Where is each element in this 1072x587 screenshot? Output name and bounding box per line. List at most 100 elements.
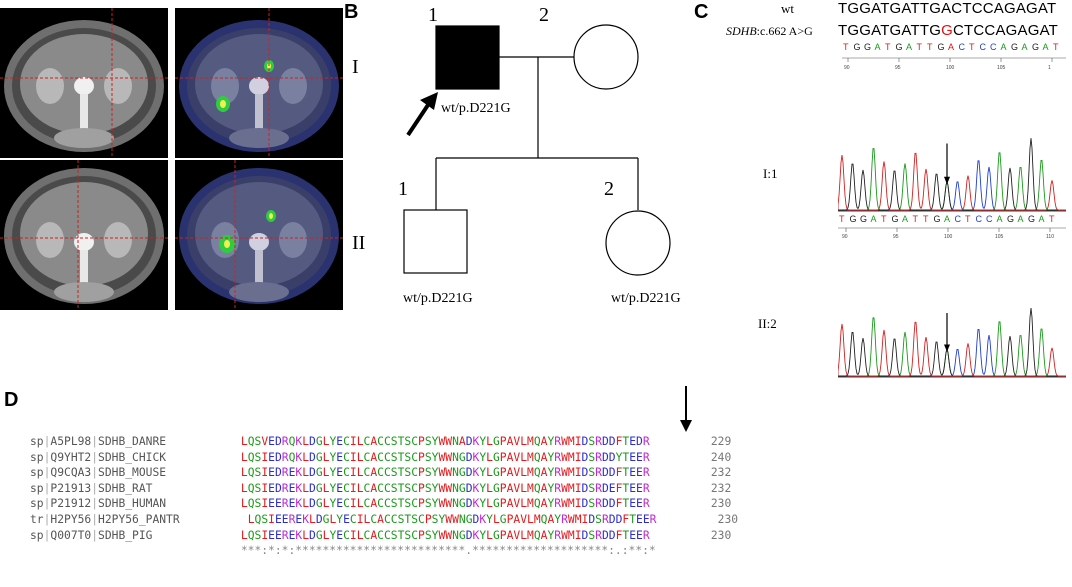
pedigree-ii1-number: 1	[398, 178, 408, 200]
ref-base-15: A	[1001, 42, 1007, 52]
generation-label-i: I	[352, 56, 359, 78]
trace-base-14: C	[986, 214, 993, 224]
mutant-sequence: TGGATGATTGGCTCCAGAGAT	[838, 22, 1058, 39]
ct-image-top-left	[0, 8, 168, 158]
alignment-position: 230	[710, 497, 732, 511]
alignment-separator: |	[43, 466, 51, 480]
variant-arrow-icon	[944, 176, 950, 185]
trace-base-4: T	[881, 214, 887, 224]
ref-base-3: A	[875, 42, 881, 52]
trace-base-5: G	[892, 214, 899, 224]
pedigree-i1-genotype: wt/p.D221G	[441, 101, 511, 116]
alignment-row: sp|P21913|SDHB_RAT LQSIEDREKLDGLYECILCAC…	[30, 481, 738, 497]
trace-ruler-label-4: 110	[1046, 234, 1054, 240]
ref-base-12: T	[969, 42, 975, 52]
ref-base-19: A	[1043, 42, 1049, 52]
variant-arrow-icon	[680, 386, 692, 432]
alignment-position: 230	[717, 512, 739, 526]
wt-label: wt	[781, 1, 794, 16]
trace-ruler-label-0: 90	[842, 234, 848, 240]
trace2-label: II:2	[758, 316, 777, 331]
generation-label-ii: II	[352, 232, 366, 254]
ruler-label-3: 105	[997, 65, 1006, 70]
sequence-alignment: sp|A5PL98|SDHB_DANRE LQSVEDRQKLDGLYECILC…	[30, 434, 738, 559]
alignment-separator: |	[43, 450, 51, 464]
alignment-db: sp	[30, 528, 44, 542]
variant-arrow-icon	[944, 344, 950, 352]
trace-base-11: C	[955, 214, 962, 224]
pedigree-i1-affected-male	[435, 25, 500, 90]
alignment-entry-name: SDHB_DANRE	[98, 435, 167, 448]
proband-arrow-shaft	[406, 100, 432, 137]
pedigree-ii1-genotype: wt/p.D221G	[403, 291, 473, 306]
ref-base-4: T	[885, 42, 891, 52]
trace-base-3: A	[871, 214, 877, 224]
trace-base-8: T	[923, 214, 929, 224]
mutation-gene: SDHB	[726, 24, 757, 38]
ref-base-8: T	[927, 42, 933, 52]
panel-label-b: B	[344, 1, 359, 23]
trace-base-6: A	[902, 214, 908, 224]
mutant-seq-post: CTCCAGAGAT	[952, 22, 1059, 39]
ruler-label-1: 95	[895, 65, 901, 70]
trace-T	[838, 152, 1066, 211]
pedigree-diagram	[403, 24, 671, 276]
alignment-row: sp|P21912|SDHB_HUMAN LQSIEEREKLDGLYECILC…	[30, 496, 738, 512]
trace-base-20: T	[1049, 214, 1055, 224]
alignment-db: sp	[30, 481, 44, 495]
trace-base-2: G	[860, 214, 867, 224]
alignment-sequence: LQSIEEREKLDGLYECILCACCSTSCPSYWWNGDKYLGPA…	[240, 497, 650, 511]
trace-A	[838, 148, 1066, 211]
ref-base-1: G	[854, 42, 861, 52]
alignment-accession: A5PL98	[50, 435, 92, 448]
trace-base-15: A	[997, 214, 1003, 224]
alignment-position: 240	[710, 450, 732, 464]
trace-base-13: C	[976, 214, 983, 224]
alignment-sequence: LQSIEDREKLDGLYECILCACCSTSCPSYWWNGDKYLGPA…	[240, 466, 650, 480]
ruler-label-0: 90	[844, 65, 850, 70]
alignment-separator: |	[43, 481, 51, 495]
wt-sequence: TGGATGATTGACTCCAGAGAT	[838, 0, 1057, 17]
pedigree-ii2-number: 2	[604, 178, 614, 200]
alignment-row-id: sp|P21913|SDHB_RAT	[30, 482, 152, 495]
alignment-row-id: tr|H2PY56|H2PY56_PANTR	[30, 513, 180, 526]
alignment-entry-name: SDHB_RAT	[98, 481, 153, 495]
alignment-db: sp	[30, 450, 44, 464]
alignment-separator: |	[91, 497, 99, 511]
alignment-row-id: sp|P21912|SDHB_HUMAN	[30, 497, 166, 510]
alignment-accession: Q9CQA3	[50, 466, 92, 480]
ref-base-17: A	[1022, 42, 1028, 52]
ref-base-10: A	[948, 42, 954, 52]
trace-base-19: A	[1039, 214, 1045, 224]
petct-image-bottom-right	[175, 160, 343, 310]
trace-base-1: G	[850, 214, 857, 224]
ref-base-7: T	[917, 42, 923, 52]
alignment-entry-name: SDHB_CHICK	[98, 450, 167, 464]
trace-ruler-label-2: 100	[944, 234, 953, 240]
trace-ruler-label-1: 95	[893, 234, 899, 240]
alignment-accession: H2PY56	[50, 512, 92, 526]
pedigree-i1-number: 1	[428, 4, 438, 26]
alignment-entry-name: H2PY56_PANTR	[98, 512, 180, 526]
mutant-seq-variant: G	[941, 22, 953, 39]
pedigree-ii2-genotype: wt/p.D221G	[611, 291, 681, 306]
alignment-row-id: sp|Q007T0|SDHB_PIG	[30, 529, 152, 542]
petct-image-top-right	[175, 8, 343, 158]
trace-base-10: A	[944, 214, 950, 224]
alignment-row: sp|A5PL98|SDHB_DANRE LQSVEDRQKLDGLYECILC…	[30, 434, 738, 450]
trace-base-9: G	[934, 214, 941, 224]
alignment-entry-name: SDHB_MOUSE	[98, 466, 167, 480]
alignment-sequence: LQSVEDRQKLDGLYECILCACCSTSCPSYWWNADKYLGPA…	[240, 435, 650, 448]
ct-image-bottom-left	[0, 160, 168, 310]
alignment-position: 232	[710, 481, 732, 495]
trace-A	[838, 317, 1066, 377]
alignment-separator: |	[91, 528, 99, 542]
alignment-sequence: LQSIEEREKLDGLYECILCACCSTSCPSYWWNGDKYLGPA…	[247, 512, 657, 526]
mutation-label: SDHB:c.662 A>G	[726, 24, 813, 39]
proband-arrow-icon	[420, 92, 438, 110]
pedigree-ii1-male	[403, 209, 468, 274]
ref-base-11: C	[959, 42, 966, 52]
ref-base-13: C	[980, 42, 987, 52]
